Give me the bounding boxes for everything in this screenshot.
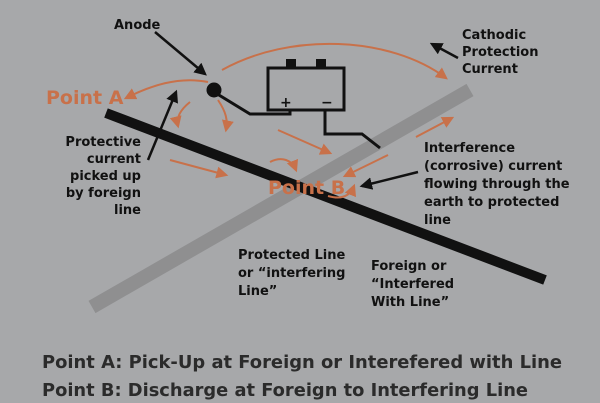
svg-text:line: line xyxy=(114,203,141,218)
svg-text:or “interfering: or “interfering xyxy=(238,266,345,281)
svg-text:Protection: Protection xyxy=(462,45,538,60)
anode-label: Anode xyxy=(114,18,161,33)
svg-text:Cathodic: Cathodic xyxy=(462,28,526,43)
svg-text:Line”: Line” xyxy=(238,284,277,299)
caption-point-a: Point A: Pick-Up at Foreign or Interefer… xyxy=(42,353,562,373)
protected-line-label: Protected Line or “interfering Line” xyxy=(238,248,345,299)
current-arrow-anode-left xyxy=(169,101,191,129)
svg-text:line: line xyxy=(424,213,451,228)
anode-pointer-arrow xyxy=(154,31,207,76)
protective-current-pointer-arrow xyxy=(146,89,178,161)
current-arrow-point-b-2 xyxy=(327,183,356,199)
interference-arrow-1 xyxy=(342,154,389,178)
current-arrow-point-b-1 xyxy=(269,158,298,173)
current-arrow-along-foreign-2 xyxy=(277,129,333,155)
current-arrow-along-foreign-1 xyxy=(169,159,229,179)
point-a-label: Point A xyxy=(46,87,124,109)
svg-text:With Line”: With Line” xyxy=(371,295,449,310)
foreign-line-label: Foreign or “Interfered With Line” xyxy=(371,259,454,310)
foreign-line xyxy=(104,108,547,285)
protected-line xyxy=(88,83,474,314)
svg-text:by foreign: by foreign xyxy=(66,186,141,201)
svg-text:Current: Current xyxy=(462,62,518,77)
rectifier-plus-sign: + xyxy=(280,95,292,111)
interference-current-label: Interference (corrosive) current flowing… xyxy=(424,141,570,228)
point-b-label: Point B xyxy=(268,177,345,199)
anode xyxy=(206,82,222,98)
current-arrow-to-point-a xyxy=(123,79,209,100)
svg-text:earth to protected: earth to protected xyxy=(424,195,559,210)
caption-point-b: Point B: Discharge at Foreign to Interfe… xyxy=(42,381,528,401)
interference-pointer-arrow xyxy=(359,170,419,190)
svg-text:Protective: Protective xyxy=(65,135,141,150)
interference-arrow-2 xyxy=(415,116,455,138)
svg-text:flowing through the: flowing through the xyxy=(424,177,570,192)
cathodic-pointer-arrow xyxy=(429,42,459,60)
protective-current-label: Protective current picked up by foreign … xyxy=(65,135,141,218)
svg-text:Interference: Interference xyxy=(424,141,515,156)
svg-text:current: current xyxy=(87,152,141,167)
svg-text:Protected Line: Protected Line xyxy=(238,248,345,263)
pipe-cable xyxy=(323,110,381,150)
rectifier: + − xyxy=(266,59,346,112)
cathodic-current-arrow xyxy=(221,42,448,80)
svg-text:(corrosive) current: (corrosive) current xyxy=(424,159,562,174)
anode-cable xyxy=(213,90,292,116)
rectifier-minus-sign: − xyxy=(321,95,333,111)
svg-text:Foreign or: Foreign or xyxy=(371,259,447,274)
svg-text:picked up: picked up xyxy=(70,169,141,184)
svg-text:“Interfered: “Interfered xyxy=(371,277,454,292)
current-arrow-anode-below xyxy=(217,99,234,133)
cathodic-protection-label: Cathodic Protection Current xyxy=(462,28,538,77)
